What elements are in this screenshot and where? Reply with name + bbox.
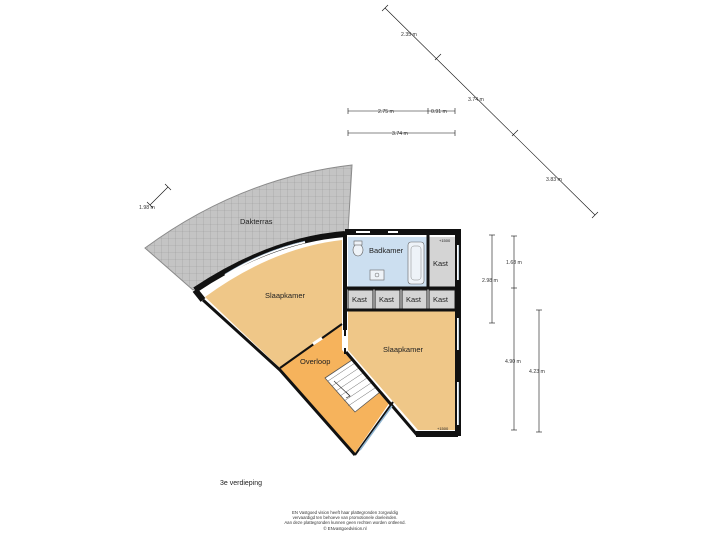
label-kast-top: Kast (433, 259, 449, 268)
dim-2-35: 2.35 m (401, 32, 417, 38)
dim-4-90: 4.90 m (505, 359, 521, 365)
dim-1-98: 1.98 m (139, 205, 155, 211)
windows (224, 231, 459, 425)
window-panes (224, 240, 460, 425)
dim-3-74-horizontal: 3.74 m (392, 131, 408, 137)
dim-3-83: 3.83 m (546, 177, 562, 183)
label-kast-2: Kast (379, 295, 395, 304)
disclaimer-line: Aan deze plattegronden kunnen geen recht… (284, 520, 406, 526)
disclaimer-line: © ENvastgoedvision.nl (323, 525, 367, 531)
label-kast-3: Kast (406, 295, 422, 304)
label-badkamer: Badkamer (369, 246, 404, 255)
height-mark-top: +1500 (439, 238, 451, 243)
bedroom-right-floor (348, 311, 455, 430)
bedroom-left-floor (205, 240, 342, 368)
dim-0-91: 0.91 m (431, 109, 447, 115)
dim-1-68: 1.68 m (506, 260, 522, 266)
dim-3-74-diagonal: 3.74 m (468, 97, 484, 103)
dim-2-75: 2.75 m (378, 109, 394, 115)
label-kast-4: Kast (433, 295, 449, 304)
disclaimer: EN Vastgoed vision heeft haar plattegron… (250, 510, 440, 531)
landing-railing (359, 405, 393, 451)
floor-label: 3e verdieping (220, 480, 263, 487)
dimension-lines (146, 4, 599, 433)
closet-top-floor (429, 237, 455, 287)
label-overloop: Overloop (300, 357, 330, 366)
label-kast-1: Kast (352, 295, 368, 304)
doors (312, 336, 347, 348)
disclaimer-line: EN Vastgoed vision heeft haar plattegron… (292, 510, 398, 515)
disclaimer-line: vervaardigd ten behoeve van promotionele… (292, 515, 398, 521)
label-slaapkamer-left: Slaapkamer (265, 291, 306, 300)
dim-2-98: 2.98 m (482, 278, 498, 284)
bathtub-icon (407, 241, 425, 285)
sink-icon (369, 269, 385, 281)
dim-4-23: 4.23 m (529, 369, 545, 375)
toilet-icon (352, 240, 364, 257)
closet-row (347, 289, 456, 310)
label-dakterras: Dakterras (240, 217, 273, 226)
height-mark-bottom: +1500 (437, 426, 449, 431)
label-slaapkamer-right: Slaapkamer (383, 345, 424, 354)
